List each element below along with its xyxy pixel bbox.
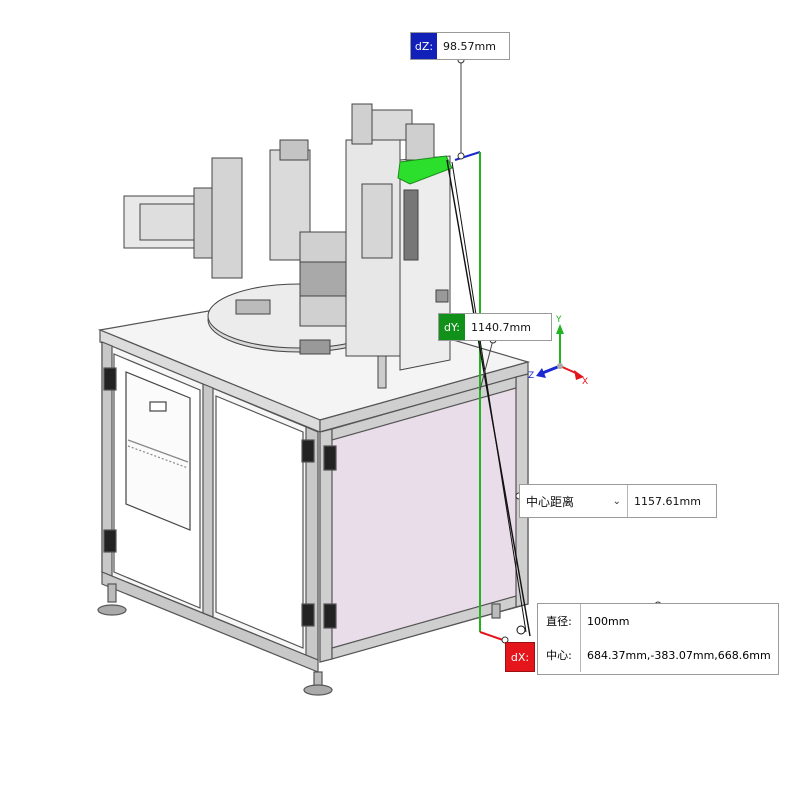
dz-key: dZ: xyxy=(411,33,437,59)
distance-type-label: 中心距离 xyxy=(526,494,575,509)
distance-type-dropdown[interactable]: 中心距离 ⌄ xyxy=(520,485,628,517)
center-value: 684.37mm,-383.07mm,668.6mm xyxy=(587,648,771,662)
center-distance-value: 1157.61mm xyxy=(628,485,707,517)
dz-measure-tag[interactable]: dZ: 98.57mm xyxy=(410,32,510,60)
center-label: 中心: xyxy=(538,638,581,672)
circle-info-panel[interactable]: 直径: 100mm 中心: 684.37mm,-383.07mm,668.6mm xyxy=(537,603,779,675)
machine-cabinet xyxy=(97,294,531,696)
dy-measure-tag[interactable]: dY: 1140.7mm xyxy=(438,313,552,341)
center-distance-tag[interactable]: 中心距离 ⌄ 1157.61mm xyxy=(519,484,717,518)
triad-x-label: X xyxy=(582,377,588,387)
dy-value: 1140.7mm xyxy=(465,314,537,340)
axis-triad xyxy=(536,324,584,380)
dx-key: dX: xyxy=(510,650,530,664)
center-row: 中心: 684.37mm,-383.07mm,668.6mm xyxy=(538,638,778,672)
diameter-label: 直径: xyxy=(538,604,581,638)
diameter-row: 直径: 100mm xyxy=(538,604,778,638)
triad-z-label: Z xyxy=(528,371,534,381)
measurement-lines xyxy=(446,56,662,644)
dx-measure-tag[interactable]: dX: xyxy=(505,642,535,672)
dy-key: dY: xyxy=(439,314,465,340)
diameter-value: 100mm xyxy=(587,614,630,628)
chevron-down-icon[interactable]: ⌄ xyxy=(612,495,621,507)
dz-value: 98.57mm xyxy=(437,33,502,59)
machine-mechanisms xyxy=(123,103,453,389)
triad-y-label: Y xyxy=(555,315,562,325)
